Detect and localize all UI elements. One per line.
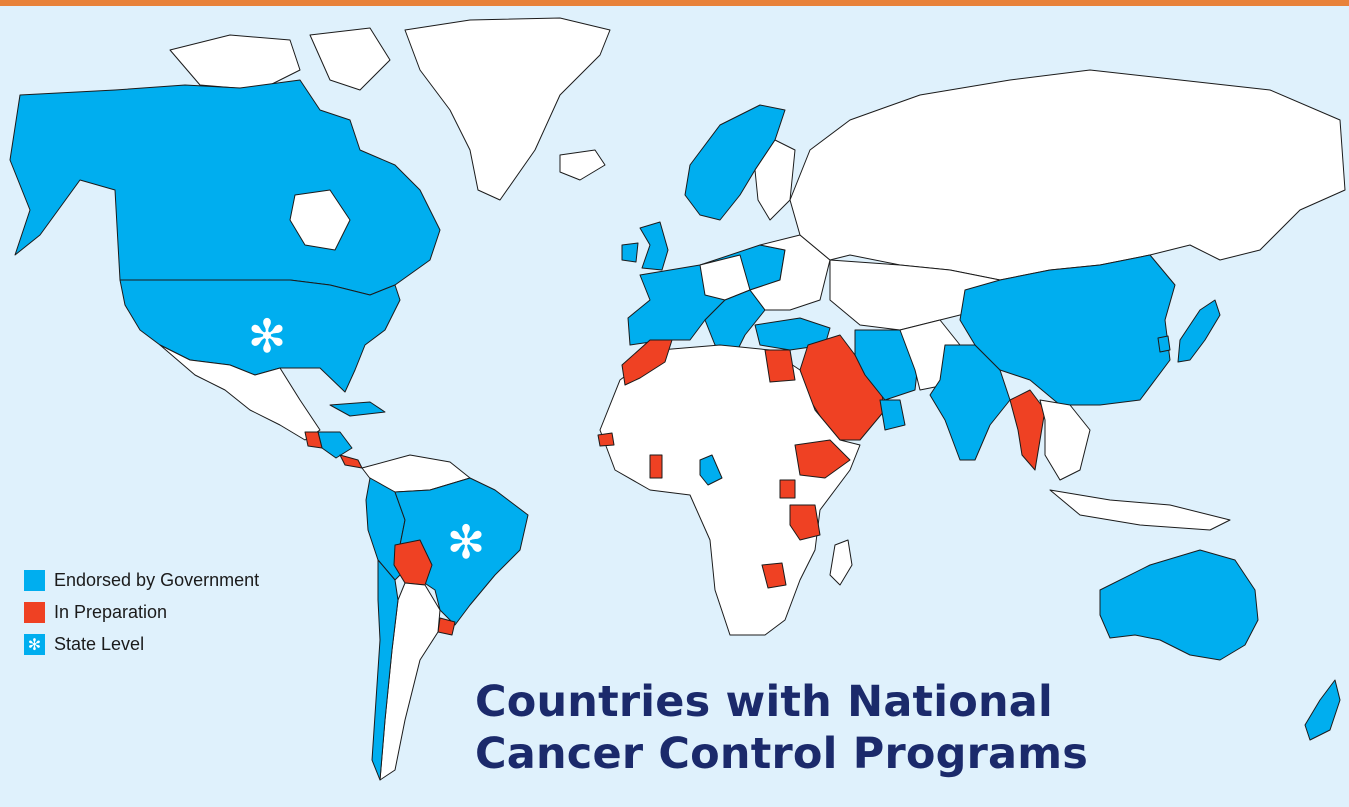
svg-text:✻: ✻ bbox=[28, 635, 41, 654]
china bbox=[959, 254, 1176, 406]
cuba bbox=[329, 401, 386, 417]
world-map: ✻ ✻ bbox=[0, 6, 1349, 807]
arctic-islands bbox=[169, 27, 391, 91]
russia bbox=[789, 69, 1346, 281]
japan bbox=[1177, 299, 1221, 363]
svg-text:✻: ✻ bbox=[447, 515, 486, 569]
southeast-asia bbox=[1039, 399, 1091, 481]
australia bbox=[1099, 549, 1259, 661]
usa-state-level-icon: ✻ bbox=[248, 309, 287, 363]
oman-uae bbox=[879, 399, 906, 431]
ghana bbox=[649, 454, 663, 479]
morocco-algeria bbox=[621, 339, 673, 386]
legend-item-state-level: ✻ State Level bbox=[24, 632, 259, 656]
state-level-asterisk-icon: ✻ bbox=[24, 633, 45, 655]
title-line-1: Countries with National bbox=[475, 677, 1053, 727]
ireland bbox=[621, 242, 639, 263]
endorsed-swatch-icon bbox=[24, 569, 45, 591]
madagascar bbox=[829, 539, 853, 586]
legend-label: In Preparation bbox=[54, 601, 168, 622]
kazakhstan-central-asia bbox=[829, 259, 1001, 331]
myanmar bbox=[1009, 389, 1046, 471]
uk bbox=[639, 221, 669, 271]
mexico bbox=[159, 344, 321, 441]
title-line-2: Cancer Control Programs bbox=[475, 729, 1089, 779]
guatemala bbox=[304, 431, 323, 449]
legend-label: Endorsed by Government bbox=[54, 569, 260, 590]
zimbabwe bbox=[761, 562, 787, 589]
south-korea bbox=[1157, 335, 1171, 353]
map-title: Countries with National Cancer Control P… bbox=[475, 676, 1088, 780]
brazil-state-level-icon: ✻ bbox=[447, 515, 486, 569]
senegal-gambia bbox=[597, 432, 615, 447]
legend: Endorsed by Government In Preparation ✻ … bbox=[24, 568, 259, 664]
cameroon bbox=[699, 454, 723, 486]
top-rule bbox=[0, 0, 1349, 6]
hudson-bay bbox=[289, 189, 351, 251]
tanzania bbox=[789, 504, 821, 541]
ethiopia bbox=[794, 439, 851, 479]
indonesia bbox=[1049, 489, 1231, 531]
chile bbox=[371, 559, 399, 781]
greenland bbox=[404, 17, 611, 201]
new-zealand bbox=[1304, 679, 1341, 741]
legend-item-endorsed: Endorsed by Government bbox=[24, 568, 259, 592]
svg-text:✻: ✻ bbox=[248, 309, 287, 363]
iceland bbox=[559, 149, 606, 181]
uganda bbox=[779, 479, 796, 499]
egypt bbox=[764, 349, 796, 383]
preparation-swatch-icon bbox=[24, 601, 45, 623]
legend-label: State Level bbox=[54, 633, 145, 654]
legend-item-preparation: In Preparation bbox=[24, 600, 259, 624]
